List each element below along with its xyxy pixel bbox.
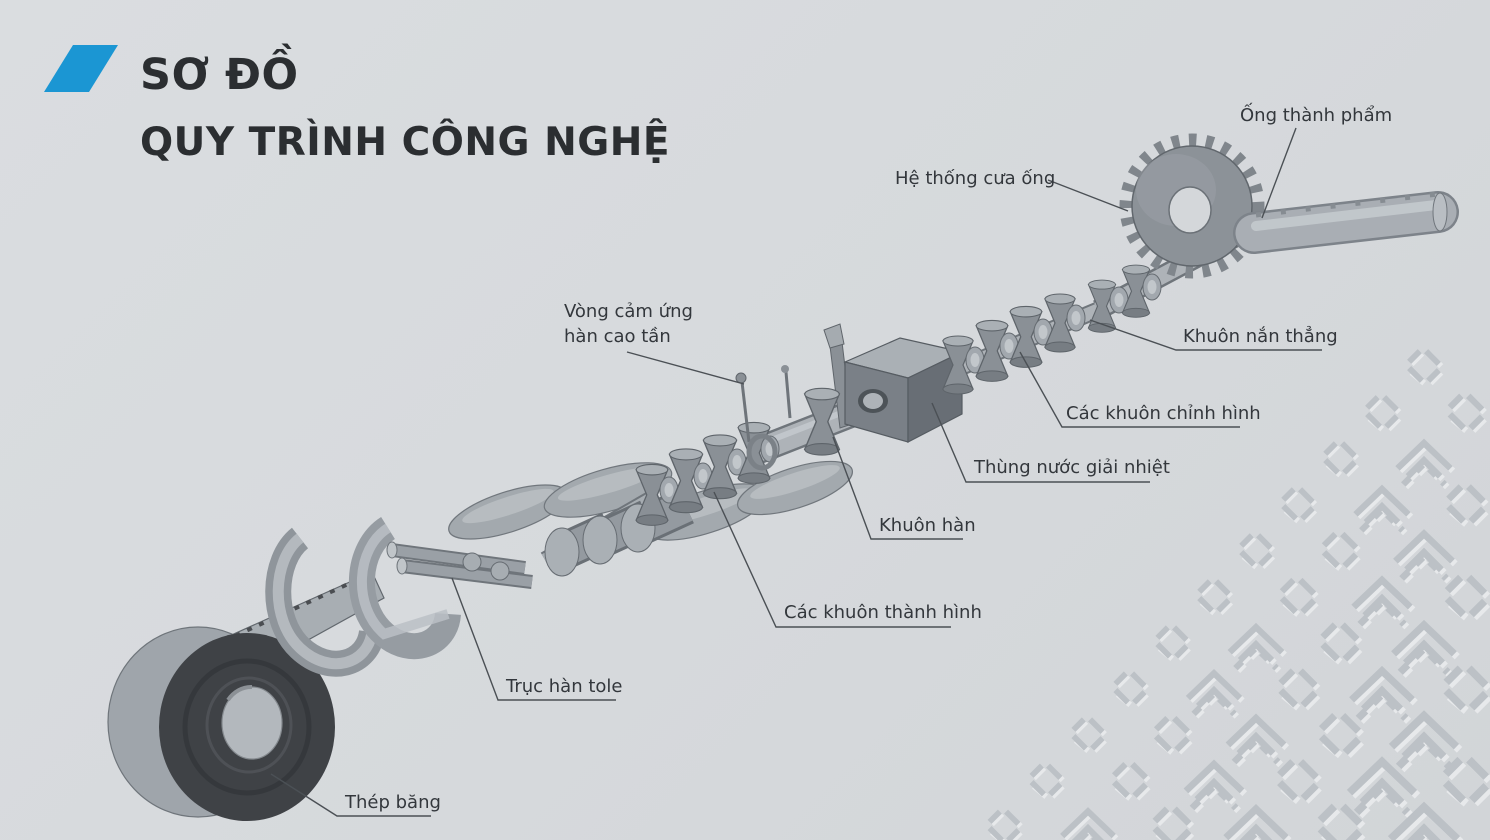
- induction-ring: [746, 433, 778, 471]
- leader-forming-dies: [713, 491, 951, 628]
- label-induction-ring-line2: hàn cao tần: [564, 326, 671, 347]
- watermark-chevron-icon: [1391, 807, 1461, 840]
- watermark-diamond-icon: [1447, 577, 1487, 617]
- watermark-chevron-icon: [1394, 625, 1458, 675]
- watermark-chevron-icon: [1226, 809, 1289, 840]
- leader-induction-ring: [626, 351, 745, 385]
- watermark-diamond-icon: [1199, 581, 1231, 613]
- watermark-diamond-icon: [1367, 397, 1399, 429]
- flange-roller: [1066, 304, 1086, 332]
- leader-welding-die: [832, 436, 963, 540]
- page-title-line1: SƠ ĐỒ: [140, 44, 299, 100]
- leader-straightening-die: [1089, 319, 1322, 351]
- watermark-diamond-icon: [1156, 718, 1190, 752]
- flange-roller: [1142, 273, 1162, 301]
- watermark-diamond-icon: [1281, 671, 1318, 708]
- label-shaping-dies: Các khuôn chỉnh hình: [1066, 403, 1261, 424]
- leader-cooling-tank: [931, 402, 1150, 483]
- leader-steel-strip: [270, 773, 431, 817]
- leader-shaping-dies: [1019, 351, 1240, 428]
- watermark-diamond-icon: [1324, 534, 1358, 568]
- strip-accumulator-loops: [265, 516, 461, 677]
- page-title-line2: QUY TRÌNH CÔNG NGHỆ: [140, 118, 670, 165]
- watermark-chevron-icon: [1352, 671, 1416, 721]
- watermark-chevron-icon: [1356, 489, 1411, 533]
- machine-illustration: [107, 133, 1459, 821]
- watermark-diamond-icon: [1283, 489, 1315, 521]
- sizing-mill-stands: [942, 293, 1086, 395]
- watermark-chevron-icon: [1354, 580, 1413, 627]
- watermark-diamond-icon: [1241, 535, 1273, 567]
- watermark-chevron-icon: [1350, 762, 1418, 816]
- label-steel-strip: Thép băng: [344, 792, 441, 813]
- watermark-diamond-icon: [1032, 766, 1063, 797]
- watermark-chevron-icon: [1398, 443, 1453, 487]
- pipe-cut-marks: [1255, 191, 1439, 218]
- saw-bore: [1168, 186, 1212, 234]
- watermark-chevron-icon: [1395, 534, 1455, 581]
- watermark-diamond-icon: [1282, 580, 1316, 614]
- saw-teeth: [1119, 133, 1265, 279]
- label-forming-dies: Các khuôn thành hình: [784, 602, 982, 623]
- labels: Ống thành phẩm Hệ thống cưa ống Khuôn nắ…: [344, 102, 1392, 813]
- watermark-diamond-icon: [1325, 443, 1357, 475]
- leader-finished-pipe: [1261, 127, 1297, 219]
- watermark-chevron-icon: [1230, 627, 1285, 671]
- watermark-chevron-icon: [1392, 716, 1460, 770]
- watermark-pattern: [990, 351, 1490, 840]
- watermark-chevron-icon: [1186, 764, 1245, 811]
- cooling-water-tank: [843, 337, 964, 443]
- pipe-saw-blade: [1119, 133, 1265, 279]
- label-cooling-tank: Thùng nước giải nhiệt: [973, 457, 1170, 478]
- watermark-diamond-icon: [1323, 625, 1360, 662]
- watermark-chevron-icon: [1228, 718, 1287, 765]
- watermark-chevron-icon: [1188, 673, 1242, 716]
- accent-parallelogram-icon: [44, 45, 118, 92]
- watermark-diamond-icon: [990, 812, 1021, 840]
- label-tole-shaft: Trục hàn tole: [505, 676, 623, 697]
- label-induction-ring-line1: Vòng cảm ứng: [564, 301, 693, 322]
- leader-saw-system: [1047, 179, 1129, 212]
- watermark-diamond-icon: [1446, 760, 1490, 804]
- watermark-chevron-icon: [1062, 811, 1116, 840]
- leader-tole-shaft: [451, 577, 616, 701]
- finished-pipe: [1233, 191, 1459, 254]
- watermark-diamond-icon: [1114, 764, 1148, 798]
- watermark-diamond-icon: [1322, 716, 1362, 756]
- label-welding-die: Khuôn hàn: [879, 515, 976, 536]
- label-straightening-die: Khuôn nắn thẳng: [1183, 326, 1338, 347]
- watermark-diamond-icon: [1073, 719, 1104, 750]
- label-saw-system: Hệ thống cưa ống: [895, 168, 1055, 189]
- label-finished-pipe: Ống thành phẩm: [1240, 102, 1392, 126]
- steel-coil: [107, 571, 385, 821]
- watermark-diamond-icon: [1157, 627, 1188, 658]
- watermark-diamond-icon: [1449, 487, 1486, 524]
- watermark-diamond-icon: [1450, 396, 1485, 431]
- watermark-diamond-icon: [1280, 762, 1320, 802]
- watermark-diamond-icon: [1409, 351, 1441, 383]
- watermark-diamond-icon: [1446, 668, 1489, 711]
- straightening-dies: [1087, 264, 1162, 333]
- watermark-diamond-icon: [1115, 673, 1146, 704]
- watermark-diamond-icon: [1155, 809, 1192, 840]
- title-block: SƠ ĐỒ QUY TRÌNH CÔNG NGHỆ: [44, 44, 670, 165]
- leader-lines: [270, 127, 1322, 817]
